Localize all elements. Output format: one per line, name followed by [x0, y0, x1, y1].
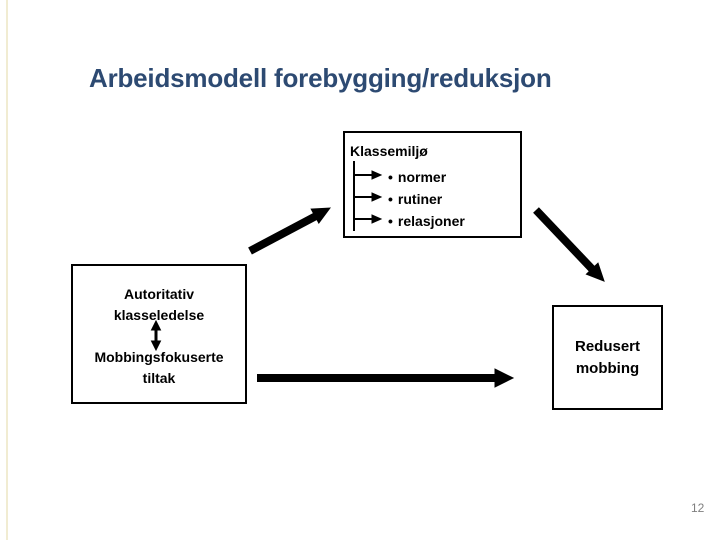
- page-number: 12: [691, 501, 705, 515]
- bullet-item-normer: •normer: [388, 170, 446, 184]
- bullet-icon: •: [388, 169, 393, 185]
- up-right-arrow-icon: [248, 207, 332, 255]
- slide-title: Arbeidsmodell forebygging/reduksjon: [89, 63, 552, 93]
- bullet-label: rutiner: [397, 191, 443, 207]
- bullet-item-rutiner: •rutiner: [388, 192, 442, 206]
- klassemiljo-box: Klassemiljø •normer •rutiner •relasjoner: [343, 131, 522, 238]
- text-line: Autoritativ: [124, 286, 194, 302]
- redusert-mobbing-box: Redusert mobbing: [552, 305, 663, 410]
- text-line: Mobbingsfokuserte: [94, 349, 224, 365]
- text-line: klasseledelse: [113, 307, 205, 323]
- horizontal-arrow-icon: [257, 368, 515, 388]
- down-right-arrow-icon: [533, 207, 605, 282]
- text-line: mobbing: [575, 359, 640, 377]
- autoritativ-klasseledelse-label: Autoritativ klasseledelse: [73, 284, 245, 326]
- redusert-mobbing-label: Redusert mobbing: [575, 336, 640, 380]
- text-line: tiltak: [142, 370, 176, 386]
- bullet-label: relasjoner: [397, 213, 465, 229]
- klassemiljo-box-title: Klassemiljø: [350, 143, 428, 159]
- bullet-icon: •: [388, 191, 393, 207]
- bullet-icon: •: [388, 213, 393, 229]
- mobbingsfokuserte-tiltak-label: Mobbingsfokuserte tiltak: [73, 347, 245, 389]
- text-line: Redusert: [574, 337, 641, 355]
- bullet-label: normer: [397, 169, 447, 185]
- tiltak-box: Autoritativ klasseledelse Mobbingsfokuse…: [71, 264, 247, 404]
- left-edge-accent-line: [6, 0, 8, 540]
- bullet-item-relasjoner: •relasjoner: [388, 214, 465, 228]
